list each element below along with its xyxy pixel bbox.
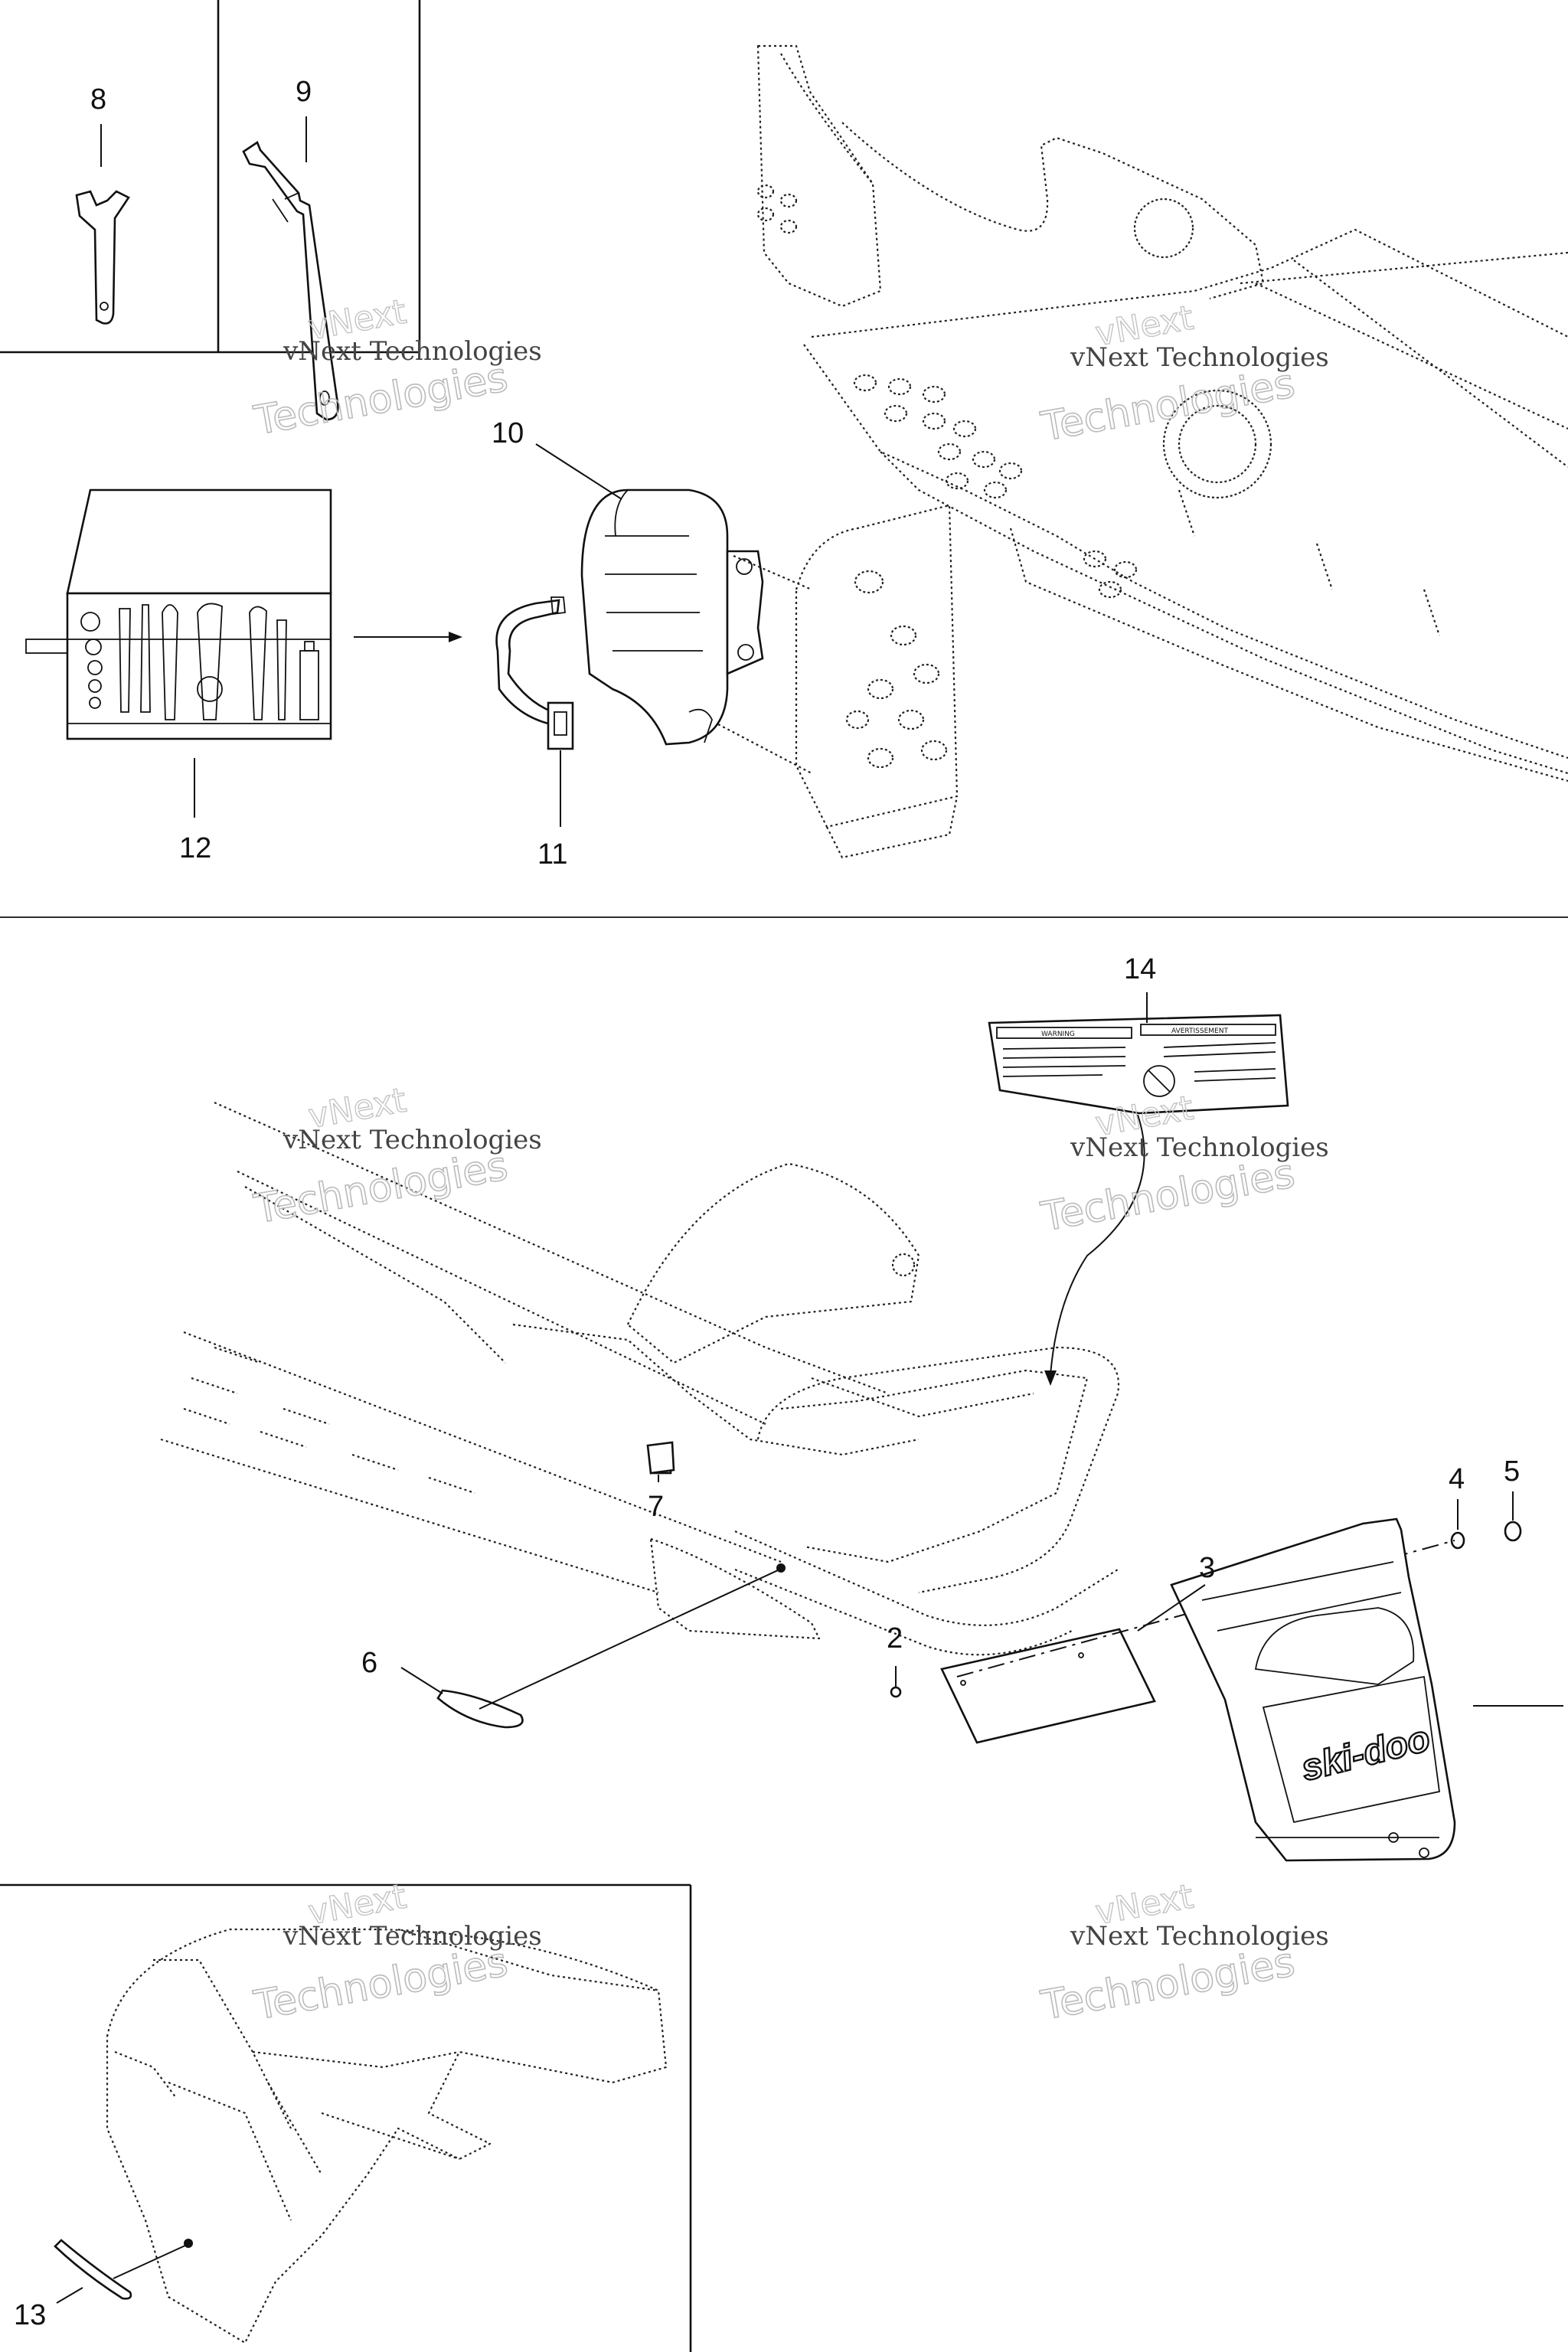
callout-12: 12 xyxy=(179,832,211,864)
callout-7: 7 xyxy=(648,1491,664,1523)
watermarks: vNext vNext Technologies Technologies vN… xyxy=(250,292,1329,2030)
part-6-reflector xyxy=(436,1563,786,1729)
callout-11: 11 xyxy=(537,838,567,871)
part-13-body-panel xyxy=(54,1928,668,2344)
callout-2: 2 xyxy=(887,1622,903,1655)
watermark-text: vNext Technologies xyxy=(1070,1921,1329,1952)
part-3-plate xyxy=(940,1628,1156,1744)
arrow-head xyxy=(449,632,462,642)
watermark-text: Technologies xyxy=(1037,361,1298,450)
decal-arrow-leader xyxy=(1050,1114,1145,1376)
watermark-text: Technologies xyxy=(1037,1151,1298,1240)
part-4-nut xyxy=(1450,1531,1465,1550)
part-1-rear-flap: ski-doo xyxy=(1170,1517,1563,1862)
callout-leaders xyxy=(56,116,1514,2304)
part-7-bracket xyxy=(646,1441,675,1475)
part-9-tool xyxy=(242,141,339,421)
part-12-tool-kit xyxy=(25,488,332,740)
decal-warning-title: WARNING xyxy=(1041,1031,1075,1038)
watermark-text: vNext Technologies xyxy=(283,1921,542,1952)
part-5-cap xyxy=(1504,1521,1522,1542)
watermark-text: vNext Technologies xyxy=(283,1125,542,1155)
callout-10: 10 xyxy=(492,417,524,449)
part-10-tool-holder xyxy=(580,488,764,746)
callout-4: 4 xyxy=(1449,1463,1465,1495)
rear-frame-assembly xyxy=(717,44,1568,859)
watermark-text: Technologies xyxy=(250,354,511,444)
callout-3: 3 xyxy=(1199,1552,1215,1584)
decal-arrow-head xyxy=(1044,1370,1057,1386)
part-8-wrench xyxy=(75,190,130,325)
callout-6: 6 xyxy=(361,1647,377,1679)
watermark-text: Technologies xyxy=(250,1143,511,1233)
part-14-warning-decal: WARNING AVERTISSEMENT xyxy=(988,1014,1289,1115)
part-11-strap xyxy=(495,596,574,750)
inset-frame-bottom-left xyxy=(0,1883,692,2352)
watermark-text: vNext Technologies xyxy=(283,336,542,367)
callout-14: 14 xyxy=(1124,953,1156,985)
callout-5: 5 xyxy=(1504,1455,1520,1488)
decal-avertissement-title: AVERTISSEMENT xyxy=(1171,1027,1228,1035)
watermark-text: vNext Technologies xyxy=(1070,342,1329,373)
watermark-text: Technologies xyxy=(250,1939,511,2029)
callout-8: 8 xyxy=(90,83,106,116)
part-2-screw xyxy=(890,1686,902,1698)
watermark-text: Technologies xyxy=(1037,1939,1298,2029)
callout-13: 13 xyxy=(14,2299,46,2331)
callout-9: 9 xyxy=(296,76,312,108)
frame-holes xyxy=(756,184,1138,769)
watermark-text: vNext Technologies xyxy=(1070,1132,1329,1163)
callout-labels: 8 9 10 11 12 14 7 3 4 5 2 6 13 xyxy=(14,76,1520,2331)
inset-frame-top-left xyxy=(0,0,421,354)
